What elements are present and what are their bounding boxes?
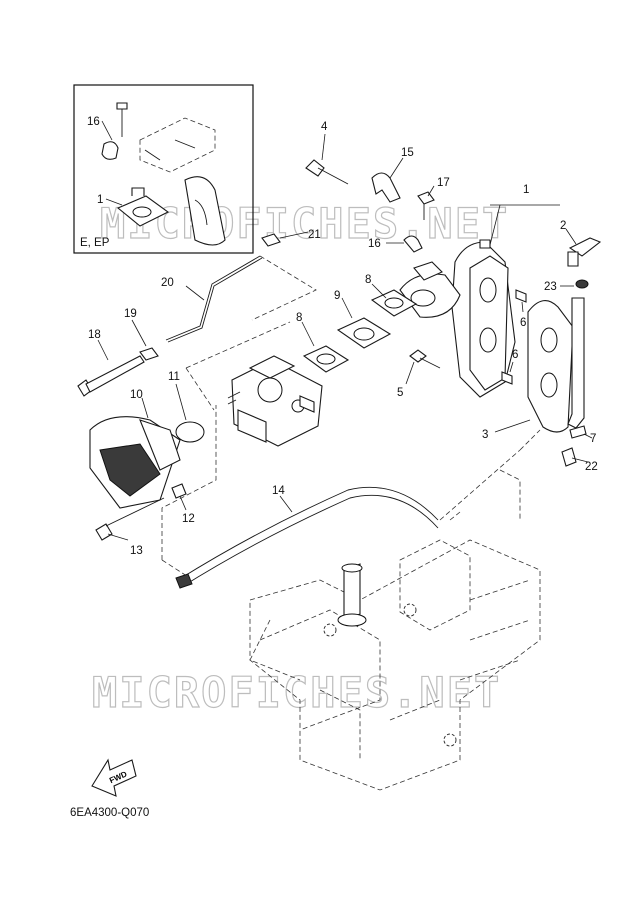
callout-1: 1 [523, 184, 529, 196]
callout-8-upper: 8 [365, 274, 371, 286]
carb-gaskets: 8 9 8 [296, 274, 418, 373]
callout-2: 2 [560, 220, 566, 232]
callout-23: 23 [544, 281, 557, 293]
hose-clip: 21 [261, 229, 321, 247]
callout-12: 12 [182, 513, 195, 525]
drain-hose: 7 22 [561, 297, 598, 473]
callout-16-inset: 16 [87, 116, 100, 128]
breather-hose: 14 [175, 429, 541, 589]
callout-6-upper: 6 [520, 317, 526, 329]
callout-11: 11 [168, 371, 180, 383]
callout-7: 7 [590, 433, 596, 445]
manifold-gasket: 3 [482, 300, 574, 441]
callout-6-lower: 6 [512, 349, 518, 361]
callout-18: 18 [88, 329, 101, 341]
choke-knob: 18 19 [77, 308, 159, 397]
diagram-code: 6EA4300-Q070 [70, 807, 149, 819]
callout-13: 13 [130, 545, 143, 557]
callout-15: 15 [401, 147, 414, 159]
callout-4: 4 [321, 121, 328, 133]
callout-9: 9 [334, 290, 340, 302]
callout-16: 16 [368, 238, 381, 250]
inset-variant-label: E, EP [80, 237, 110, 249]
callout-20: 20 [161, 277, 174, 289]
callout-10: 10 [130, 389, 143, 401]
callout-5: 5 [397, 387, 403, 399]
watermark-upper: MICROFICHES.NET [100, 199, 509, 248]
intake-silencer: 10 11 12 13 [89, 371, 217, 579]
callout-19: 19 [124, 308, 137, 320]
watermark-lower: MICROFICHES.NET [92, 668, 501, 717]
dowel-pins: 6 6 [501, 289, 527, 385]
manifold-bolt: 5 [397, 349, 441, 399]
inset-box: 16 1 E, EP [73, 84, 254, 254]
callout-21: 21 [308, 229, 321, 241]
hose-fitting: 2 23 [544, 220, 602, 293]
fwd-direction-arrow: FWD [91, 758, 137, 797]
callout-14: 14 [272, 485, 285, 497]
engine-block [249, 469, 541, 791]
callout-22: 22 [585, 461, 598, 473]
callout-17: 17 [437, 177, 450, 189]
callout-3: 3 [482, 429, 488, 441]
intake-manifold: 1 [399, 184, 560, 398]
choke-rod: 20 [161, 255, 317, 343]
carburetor [185, 321, 323, 447]
callout-8-lower: 8 [296, 312, 302, 324]
upper-fasteners: 4 15 17 16 [305, 121, 450, 253]
callout-1-inset: 1 [97, 194, 103, 206]
